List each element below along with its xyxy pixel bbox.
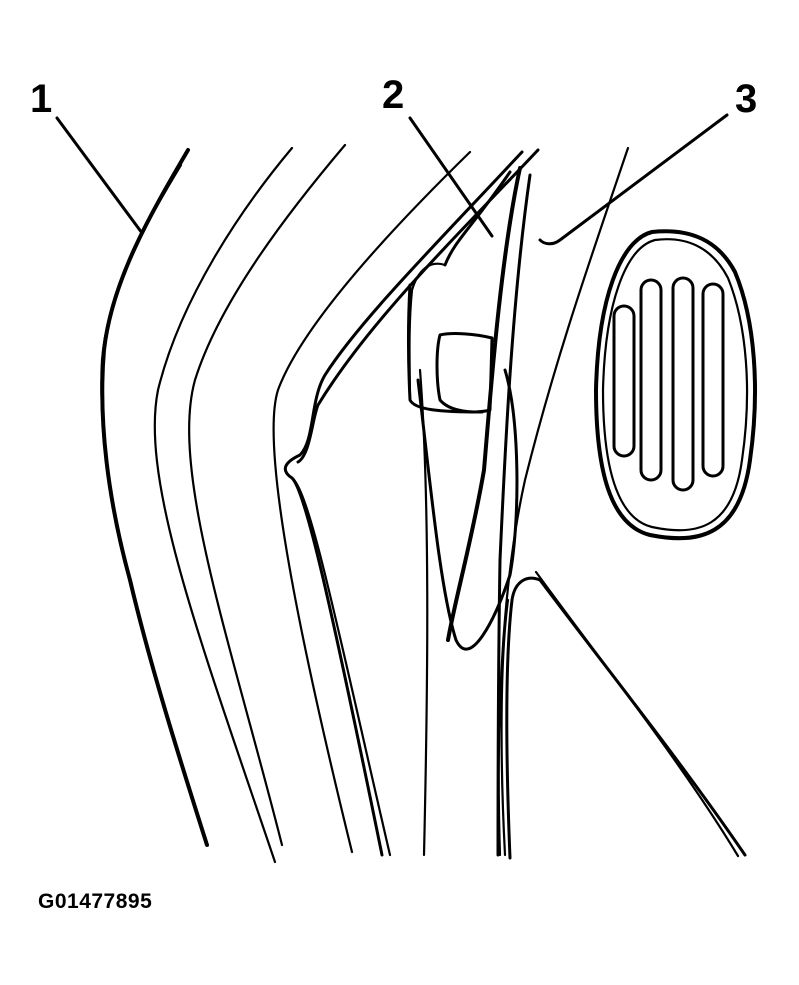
latch-bracket [407,283,494,414]
vent-grille [594,229,757,541]
leader-lines [55,113,729,246]
pillar-garnish [497,146,747,860]
weatherstrip-seal [408,166,532,857]
leader-line-3 [538,113,729,246]
callout-3: 3 [735,77,757,121]
door-frame-lines [153,143,472,864]
window-channel [283,148,540,857]
body-panel-outline [100,148,209,847]
callout-1: 1 [30,77,52,121]
leader-line-2 [408,116,494,238]
leader-line-1 [55,116,144,235]
callout-2: 2 [382,73,404,117]
figure-id: G01477895 [38,890,153,913]
